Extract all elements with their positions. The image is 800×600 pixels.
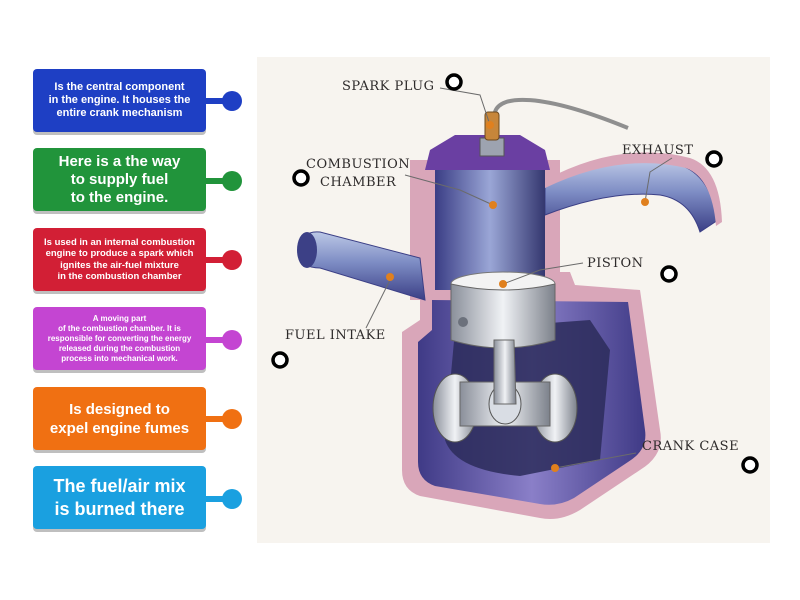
connector-dot[interactable] bbox=[222, 330, 242, 350]
cylinder-bore bbox=[435, 170, 545, 290]
spark-plug-base bbox=[479, 137, 505, 157]
card-combustion-chamber[interactable]: The fuel/air mix is burned there bbox=[33, 466, 206, 529]
label-spark-plug: SPARK PLUG bbox=[342, 79, 435, 94]
connector bbox=[206, 337, 232, 343]
card-spark-plug[interactable]: Is used in an internal combustion engine… bbox=[33, 228, 206, 291]
label-fuel-intake: FUEL INTAKE bbox=[285, 328, 386, 343]
connector-dot[interactable] bbox=[222, 250, 242, 270]
card-text: A moving part of the combustion chamber.… bbox=[47, 313, 192, 363]
spark-plug-wire bbox=[493, 97, 629, 130]
engine-diagram: SPARK PLUG COMBUSTION CHAMBER EXHAUST PI… bbox=[257, 57, 770, 543]
label-piston: PISTON bbox=[587, 256, 644, 271]
connector bbox=[206, 257, 232, 263]
connector-dot[interactable] bbox=[222, 409, 242, 429]
piston-pin bbox=[458, 317, 468, 327]
fuel-intake-opening bbox=[297, 232, 317, 268]
connector bbox=[206, 496, 232, 502]
card-text: The fuel/air mix is burned there bbox=[53, 475, 186, 519]
piston bbox=[450, 283, 556, 349]
card-text: Here is a the way to supply fuel to the … bbox=[58, 152, 181, 206]
connector-dot[interactable] bbox=[222, 91, 242, 111]
connector-dot[interactable] bbox=[222, 489, 242, 509]
connecting-rod bbox=[493, 339, 517, 405]
label-combustion-chamber-line1: COMBUSTION bbox=[306, 157, 410, 172]
drop-slot-crank-case[interactable] bbox=[741, 456, 759, 474]
card-text: Is used in an internal combustion engine… bbox=[44, 236, 195, 283]
drop-slot-fuel-intake[interactable] bbox=[271, 351, 289, 369]
card-crank-case[interactable]: Is the central component in the engine. … bbox=[33, 69, 206, 132]
fuel-intake-pipe bbox=[299, 231, 426, 301]
drop-slot-exhaust[interactable] bbox=[705, 150, 723, 168]
label-combustion-chamber-line2: CHAMBER bbox=[320, 175, 397, 190]
drop-slot-piston[interactable] bbox=[660, 265, 678, 283]
card-fuel-intake[interactable]: Here is a the way to supply fuel to the … bbox=[33, 148, 206, 211]
connector-dot[interactable] bbox=[222, 171, 242, 191]
card-piston[interactable]: A moving part of the combustion chamber.… bbox=[33, 307, 206, 370]
card-text: Is the central component in the engine. … bbox=[48, 81, 191, 119]
label-exhaust: EXHAUST bbox=[622, 143, 694, 158]
card-exhaust[interactable]: Is designed to expel engine fumes bbox=[33, 387, 206, 450]
exhaust-shell bbox=[545, 152, 722, 226]
connector bbox=[206, 178, 232, 184]
connector bbox=[206, 416, 232, 422]
drop-slot-spark-plug[interactable] bbox=[445, 73, 463, 91]
connector bbox=[206, 98, 232, 104]
card-text: Is designed to expel engine fumes bbox=[49, 400, 190, 437]
drop-slot-combustion-chamber[interactable] bbox=[292, 169, 310, 187]
label-crank-case: CRANK CASE bbox=[642, 439, 739, 454]
